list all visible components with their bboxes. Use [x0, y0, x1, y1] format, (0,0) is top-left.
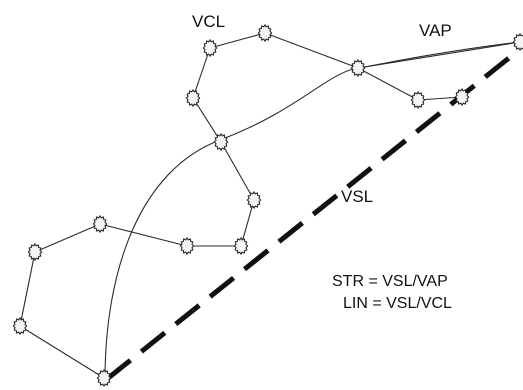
track-node [257, 24, 273, 42]
vcl-segment [417, 96, 463, 101]
vcl-segment [357, 67, 419, 101]
track-node [12, 317, 28, 335]
vcl-segment [240, 199, 255, 247]
track-node [96, 369, 112, 387]
track-node [27, 243, 43, 261]
track-node [512, 33, 523, 51]
vcl-track-path [19, 32, 521, 379]
vcl-segment [34, 223, 101, 253]
track-node [179, 237, 195, 255]
track-node [185, 89, 201, 107]
vap-curve [104, 41, 521, 381]
vcl-segment [220, 141, 255, 201]
vcl-segment [192, 97, 222, 143]
track-node [454, 88, 470, 106]
track-node [202, 39, 218, 57]
track-node [233, 237, 249, 255]
str-formula: STR = VSL/VAP [332, 273, 448, 290]
vcl-segment [192, 47, 211, 99]
vap-label: VAP [419, 21, 452, 40]
track-node [410, 91, 426, 109]
vsl-label: VSL [341, 187, 374, 206]
vcl-node-group [12, 24, 523, 387]
vcl-label: VCL [192, 12, 226, 31]
track-node [213, 133, 229, 151]
vcl-segment [209, 32, 266, 49]
vcl-segment [99, 223, 188, 247]
track-node [246, 191, 262, 209]
vcl-segment [19, 325, 105, 379]
track-node [92, 215, 108, 233]
track-node [350, 59, 366, 77]
vcl-segment [19, 251, 36, 327]
lin-formula: LIN = VSL/VCL [343, 295, 452, 312]
vcl-segment [264, 32, 359, 69]
